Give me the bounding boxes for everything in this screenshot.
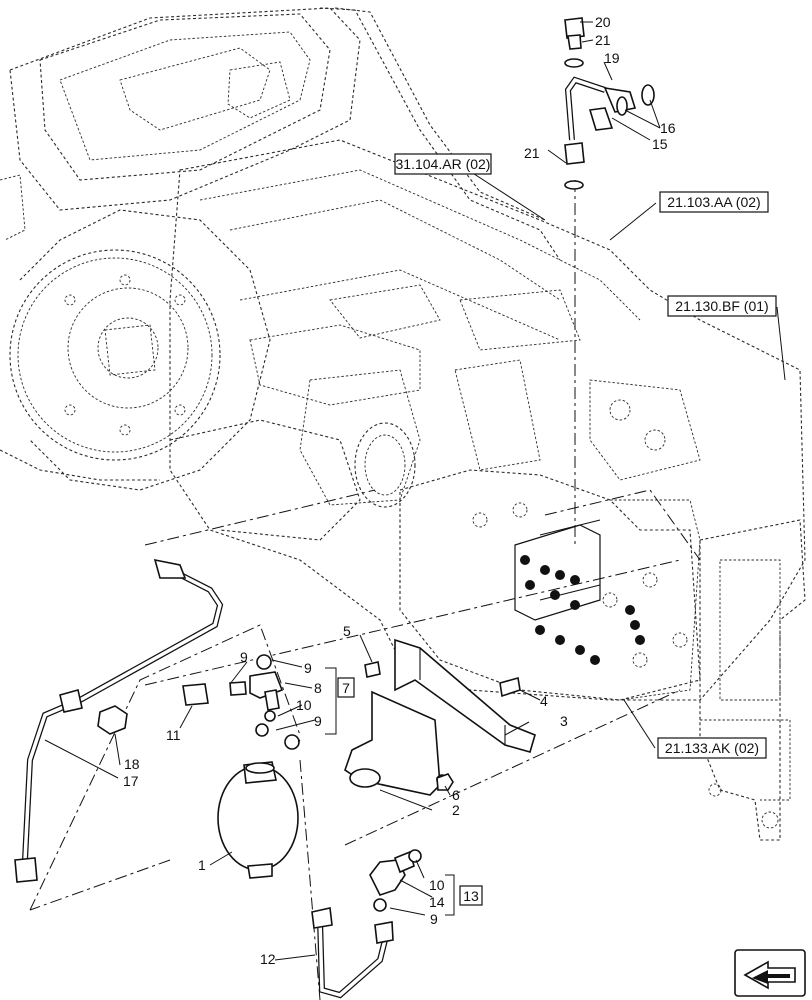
- next-page-arrow-icon[interactable]: [734, 949, 806, 997]
- reference-21-103-aa[interactable]: 21.103.AA (02): [659, 191, 769, 213]
- nut-6: [436, 773, 454, 791]
- part-number: 9: [240, 649, 248, 665]
- part-number: 4: [540, 693, 548, 709]
- part-number: 9: [314, 713, 322, 729]
- reference-label: 21.103.AA (02): [667, 194, 760, 210]
- reference-label: 31.104.AR (02): [396, 156, 491, 172]
- pipe-17: [14, 558, 224, 883]
- drain-line-top: [564, 17, 655, 190]
- part-number: 12: [260, 951, 276, 967]
- part-number: 10: [296, 697, 312, 713]
- bolt-4: [499, 676, 521, 698]
- bracket-3: [394, 638, 536, 753]
- part-number: 9: [304, 660, 312, 676]
- tee-fitting-8: [229, 654, 300, 750]
- reference-21-130-bf[interactable]: 21.130.BF (01): [667, 295, 777, 317]
- part-number: 5: [343, 623, 351, 639]
- assembly-axis-lines: [29, 180, 701, 1000]
- part-number: 21: [524, 145, 540, 161]
- bolt-5: [364, 661, 381, 678]
- part-number: 18: [124, 756, 140, 772]
- part-number: 6: [452, 787, 460, 803]
- reference-label: 21.133.AK (02): [665, 740, 759, 756]
- part-number: 16: [660, 120, 676, 136]
- part-number: 7: [342, 680, 350, 696]
- bracket-2: [344, 690, 448, 796]
- leader-lines: [44, 21, 786, 961]
- part-number: 3: [560, 713, 568, 729]
- kit-box-7: 7: [337, 677, 355, 698]
- part-number: 9: [430, 911, 438, 927]
- part-number: 13: [463, 888, 479, 904]
- part-number: 20: [595, 14, 611, 30]
- control-valve-block: [514, 519, 645, 665]
- ghosted-transmission-housing: [0, 7, 806, 841]
- part-number: 19: [604, 50, 620, 66]
- part-number: 8: [314, 680, 322, 696]
- part-number: 10: [429, 877, 445, 893]
- nut-18: [97, 705, 128, 735]
- part-number: 1: [198, 857, 206, 873]
- pipe-12: [311, 907, 394, 999]
- reference-31-104-ar[interactable]: 31.104.AR (02): [394, 153, 492, 175]
- reference-label: 21.130.BF (01): [675, 298, 768, 314]
- part-number-labels: 20 21 19 16 15 21 4 3 5 6 2 1 18 17 11 9…: [123, 14, 676, 967]
- kit-box-13: 13: [459, 885, 483, 906]
- elbow-fitting-14: [369, 849, 422, 912]
- accumulator-1: [217, 761, 299, 879]
- part-number: 15: [652, 136, 668, 152]
- part-number: 14: [429, 894, 445, 910]
- part-number: 17: [123, 773, 139, 789]
- part-number: 2: [452, 802, 460, 818]
- cap-11: [182, 683, 209, 706]
- reference-21-133-ak[interactable]: 21.133.AK (02): [657, 737, 767, 759]
- part-number: 21: [595, 32, 611, 48]
- part-number: 11: [166, 727, 181, 743]
